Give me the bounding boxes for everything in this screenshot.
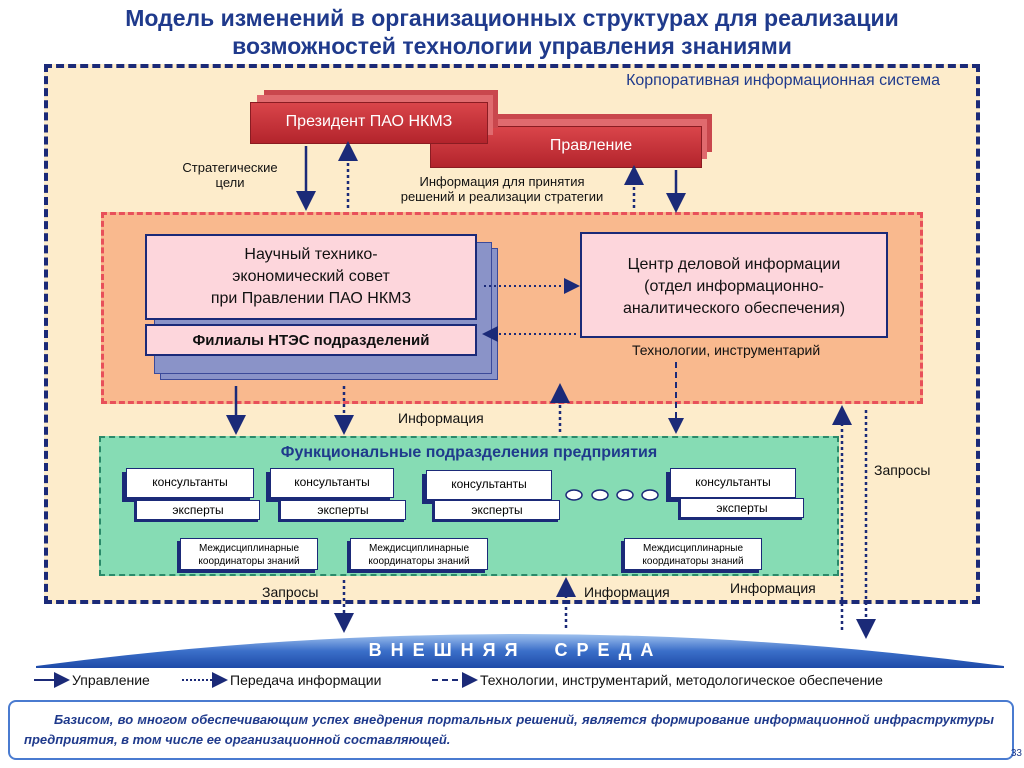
consultants-box-2: консультанты <box>270 468 394 498</box>
information-label-bottom-1: Информация <box>584 584 670 600</box>
experts-box-3: эксперты <box>434 500 560 520</box>
legend-control-label: Управление <box>72 672 150 688</box>
council-line-2: экономический совет <box>232 268 390 285</box>
consultants-box-1: консультанты <box>126 468 254 498</box>
board-label: Правление <box>549 137 633 154</box>
information-label-bottom-2: Информация <box>730 580 816 596</box>
info-decisions-line-2: решений и реализации стратегии <box>400 189 604 204</box>
center-line-2: (отдел информационно- <box>644 278 824 295</box>
coordinators-2-line-1: Междисциплинарные <box>368 543 470 554</box>
corporate-system-label: Корпоративная информационная система <box>626 72 940 89</box>
council-line-1: Научный технико- <box>244 246 378 263</box>
coordinators-box-1: Междисциплинарные координаторы знаний <box>180 538 318 570</box>
coordinators-1-line-2: координаторы знаний <box>198 556 300 567</box>
experts-box-4: эксперты <box>680 498 804 518</box>
page-title: Модель изменений в организационных струк… <box>0 4 1024 60</box>
strategic-goals-label: Стратегические цели <box>160 160 300 190</box>
functional-units-title: Функциональные подразделения предприятия <box>280 444 658 461</box>
consultants-box-3: консультанты <box>426 470 552 500</box>
external-environment-label: В Н Е Ш Н Я Я С Р Е Д А <box>368 640 656 660</box>
experts-box-1: эксперты <box>136 500 260 520</box>
strategic-goals-line-2: цели <box>215 175 245 190</box>
information-label-middle: Информация <box>398 410 484 426</box>
council-line-3: при Правлении ПАО НКМЗ <box>210 290 412 307</box>
business-info-center-box: Центр деловой информации (отдел информац… <box>580 232 888 338</box>
title-line-1: Модель изменений в организационных струк… <box>125 5 899 31</box>
branches-label: Филиалы НТЭС подразделений <box>192 332 430 349</box>
technologies-label: Технологии, инструментарий <box>632 342 821 358</box>
legend-tech-label: Технологии, инструментарий, методологиче… <box>480 672 883 688</box>
external-environment-dome <box>36 634 1004 668</box>
page-number: 33 <box>1010 748 1022 759</box>
coordinators-3-line-1: Междисциплинарные <box>642 543 744 554</box>
coordinators-box-2: Междисциплинарные координаторы знаний <box>350 538 488 570</box>
requests-label-bottom: Запросы <box>262 584 319 600</box>
center-line-3: аналитического обеспечения) <box>622 300 846 317</box>
coordinators-2-line-2: координаторы знаний <box>368 556 470 567</box>
experts-box-2: эксперты <box>280 500 406 520</box>
requests-label-right: Запросы <box>874 462 931 478</box>
council-box: Научный технико- экономический совет при… <box>145 234 477 320</box>
coordinators-1-line-1: Междисциплинарные <box>198 543 300 554</box>
title-line-2: возможностей технологии управления знани… <box>232 33 792 59</box>
branches-box: Филиалы НТЭС подразделений <box>145 324 477 356</box>
footer-note: Базисом, во многом обеспечивающим успех … <box>8 700 1014 760</box>
strategic-goals-line-1: Стратегические <box>182 160 278 175</box>
legend-transfer-label: Передача информации <box>230 672 382 688</box>
info-decisions-line-1: Информация для принятия <box>419 174 585 189</box>
info-decisions-label: Информация для принятия решений и реализ… <box>362 174 642 204</box>
president-label: Президент ПАО НКМЗ <box>285 113 453 130</box>
president-tile: Президент ПАО НКМЗ <box>250 102 488 144</box>
center-line-1: Центр деловой информации <box>627 256 841 273</box>
consultants-box-4: консультанты <box>670 468 796 498</box>
coordinators-3-line-2: координаторы знаний <box>642 556 744 567</box>
coordinators-box-3: Междисциплинарные координаторы знаний <box>624 538 762 570</box>
